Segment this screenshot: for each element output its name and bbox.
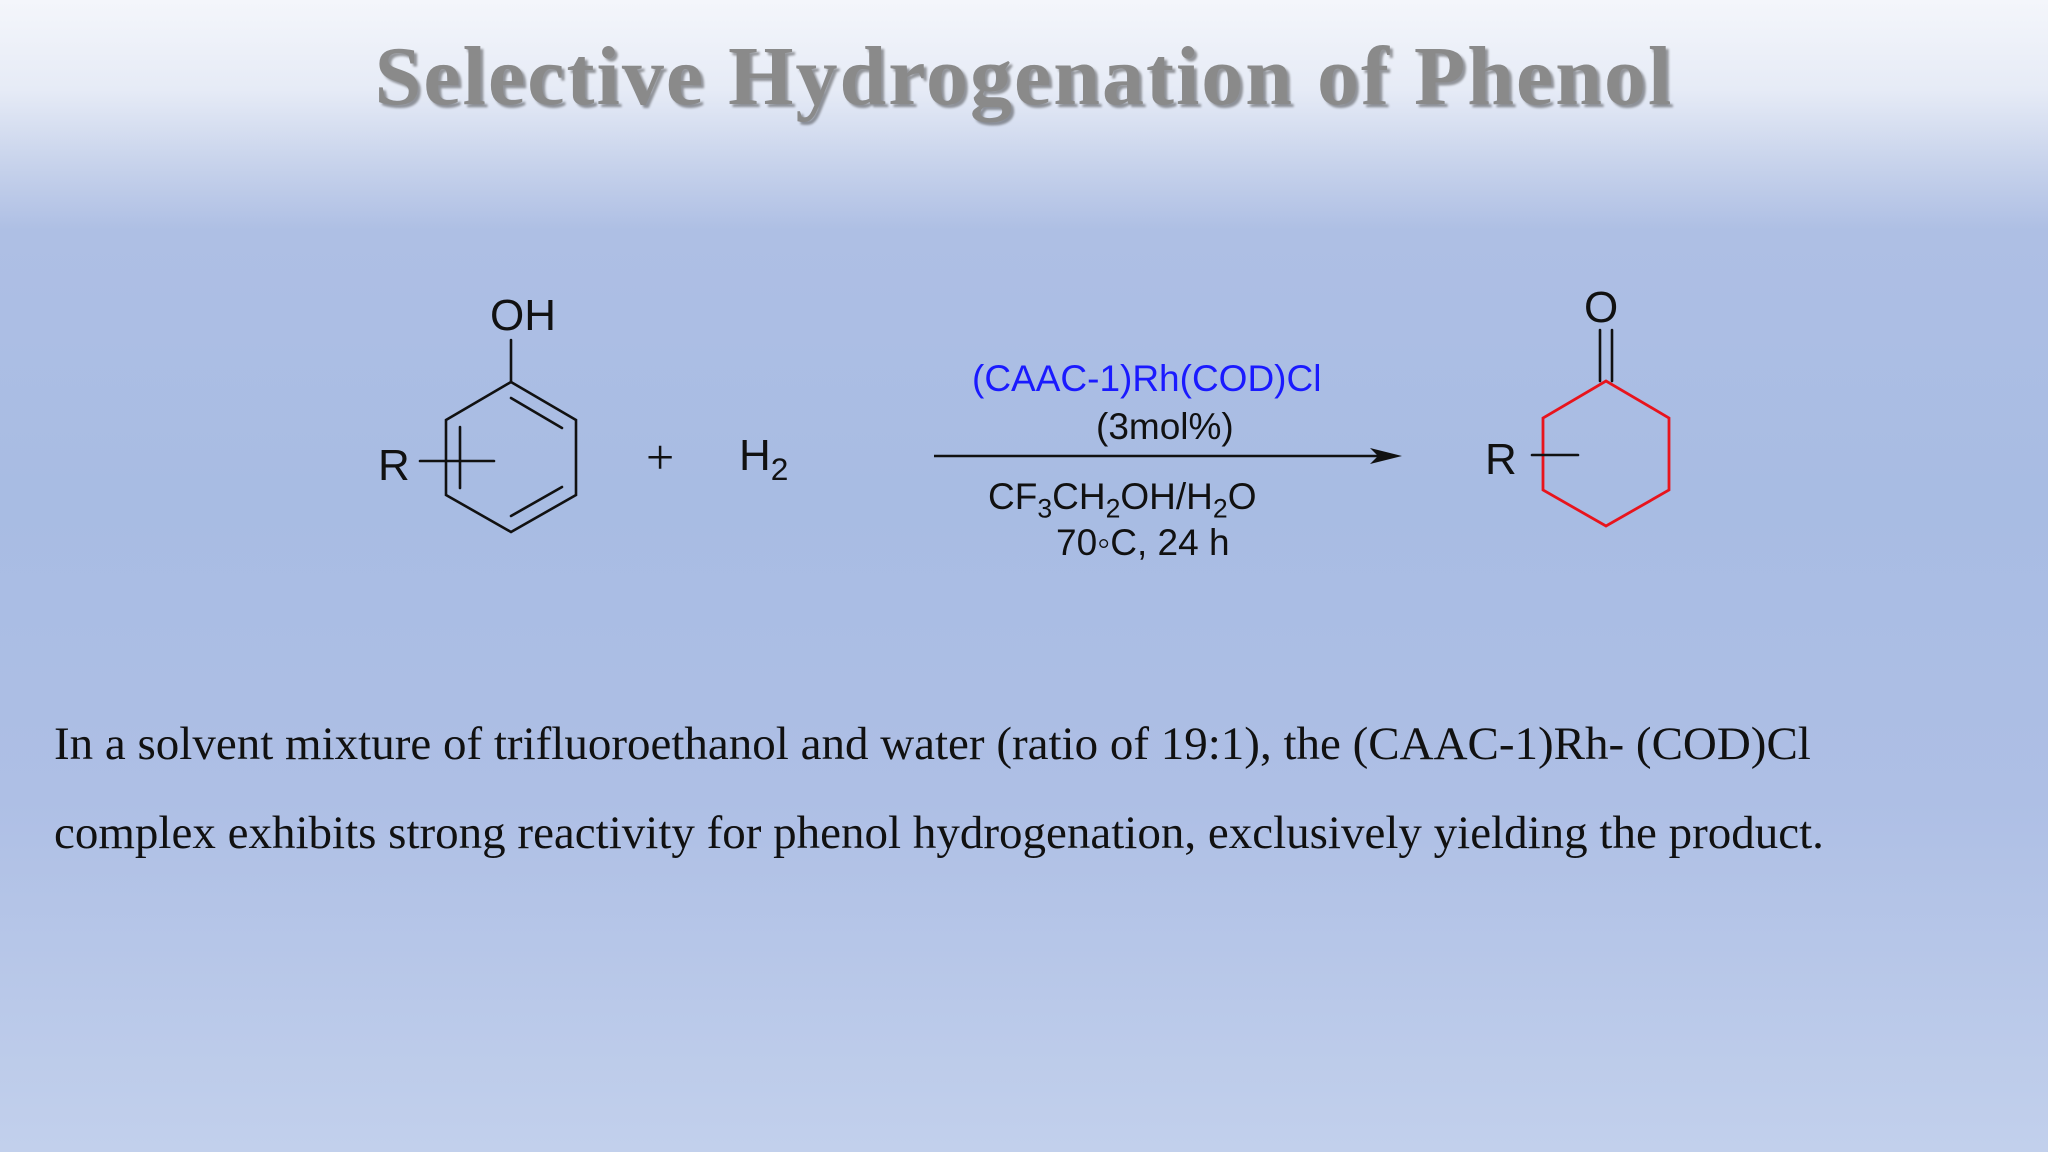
phenol-double-bond-2 — [509, 485, 564, 518]
cyclohexanone-ring — [1541, 379, 1671, 528]
solvent-part-d: O — [1227, 476, 1257, 517]
cyclohexanone-r-label: R — [1485, 435, 1517, 484]
hydrogen-symbol: H — [739, 431, 771, 480]
description-line-1: In a solvent mixture of trifluoroethanol… — [54, 718, 1811, 770]
carbonyl-oxygen-label: O — [1584, 283, 1619, 332]
solvent-label: CF3CH2OH/H2O — [988, 476, 1257, 522]
phenol-double-bond-1 — [509, 396, 564, 430]
solvent-sub-c: 2 — [1212, 493, 1228, 524]
plus-sign: + — [646, 429, 675, 485]
hydrogen-label: H2 — [739, 431, 788, 485]
phenol-ring — [444, 380, 578, 534]
solvent-part-c: OH/H — [1120, 476, 1213, 517]
description-line-2: complex exhibits strong reactivity for p… — [54, 807, 1824, 859]
catalyst-loading-label: (3mol%) — [1096, 406, 1234, 447]
solvent-part-b: CH — [1052, 476, 1106, 517]
arrowhead — [1370, 448, 1402, 464]
phenol-oh-label: OH — [490, 291, 556, 340]
description-paragraph: In a solvent mixture of trifluoroethanol… — [54, 700, 2014, 878]
solvent-part-a: CF — [988, 476, 1038, 517]
solvent-sub-a: 3 — [1037, 493, 1053, 524]
cyclohexanone-structure — [1530, 328, 1671, 528]
solvent-sub-b: 2 — [1105, 493, 1121, 524]
hydrogen-subscript: 2 — [770, 451, 789, 488]
catalyst-label: (CAAC-1)Rh(COD)Cl — [972, 358, 1322, 399]
phenol-structure — [418, 338, 578, 534]
phenol-r-label: R — [378, 441, 410, 490]
slide-title: Selective Hydrogenation of Phenol — [374, 30, 1674, 123]
temperature-time-label: 70◦C, 24 h — [1056, 522, 1230, 563]
